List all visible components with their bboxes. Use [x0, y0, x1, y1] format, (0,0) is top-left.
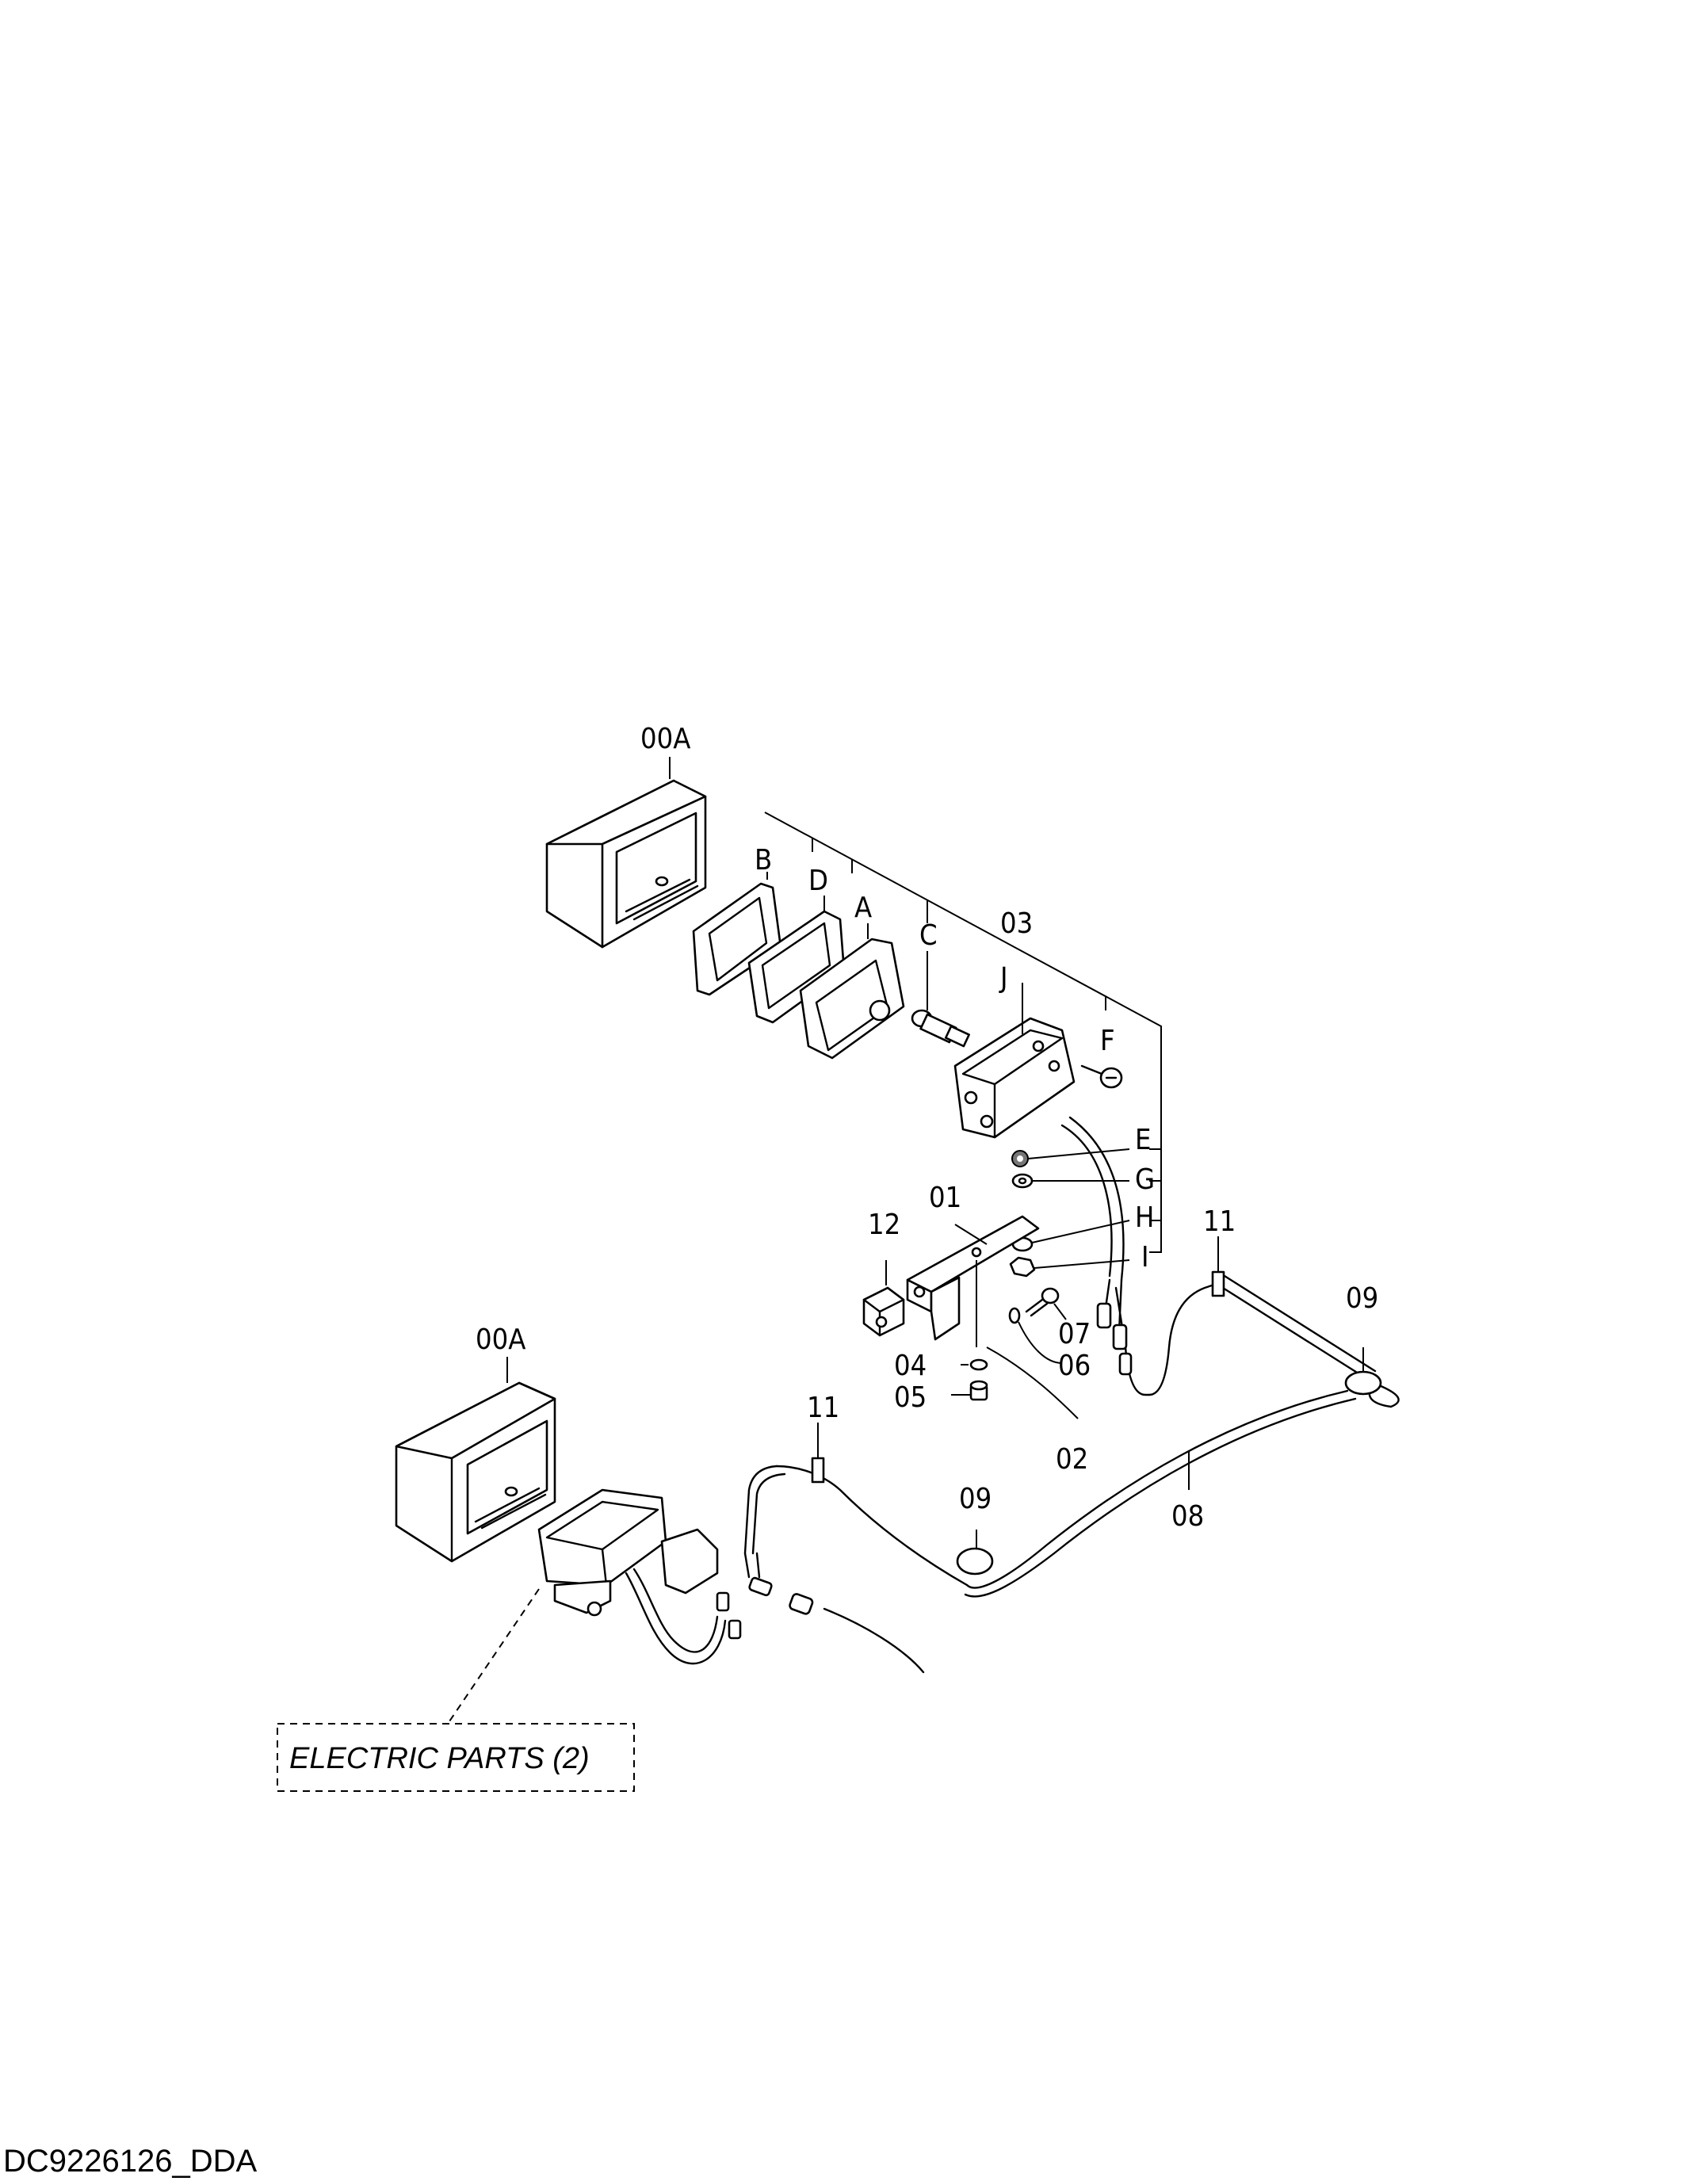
- callout-leaders-e-i: [1027, 1148, 1161, 1269]
- callout-e: E: [1135, 1124, 1151, 1156]
- callout-b: B: [755, 844, 772, 877]
- clamp-part-09-left[interactable]: [956, 1530, 994, 1576]
- clip-nut-part-12[interactable]: [862, 1260, 905, 1337]
- lens-part-a[interactable]: [799, 923, 905, 1060]
- bolt-part-07[interactable]: [1025, 1287, 1067, 1320]
- callout-f: F: [1100, 1025, 1115, 1057]
- assembly-bracket-lines: [764, 812, 1162, 1253]
- callout-00a-bottom: 00A: [476, 1323, 525, 1356]
- callout-d: D: [808, 865, 828, 897]
- callout-11-left: 11: [807, 1392, 839, 1424]
- bolt-part-05[interactable]: [951, 1380, 988, 1401]
- document-id: DC9226126_DDA: [3, 2144, 258, 2179]
- callout-04: 04: [894, 1350, 927, 1382]
- star-washer-part-e[interactable]: [1011, 1150, 1029, 1167]
- callout-09-left: 09: [959, 1483, 992, 1515]
- callout-09-right: 09: [1346, 1282, 1378, 1315]
- callout-06: 06: [1058, 1350, 1091, 1382]
- callout-g: G: [1135, 1163, 1155, 1196]
- callout-h: H: [1135, 1201, 1154, 1234]
- cable-tie-part-11-left[interactable]: [811, 1423, 825, 1484]
- callout-a: A: [854, 892, 872, 924]
- callout-07: 07: [1058, 1318, 1091, 1350]
- callout-00a-top: 00A: [640, 723, 690, 755]
- assembly-centerlines: [976, 1260, 1079, 1419]
- lamp-assembly-bottom[interactable]: [537, 1488, 742, 1665]
- screw-part-f[interactable]: [1080, 1064, 1123, 1089]
- callout-12: 12: [868, 1209, 900, 1241]
- callout-c: C: [919, 919, 938, 952]
- washer-part-06[interactable]: [1008, 1307, 1063, 1364]
- callout-labels: 00A B D A C 03 J F E G H I 01 12 07 06 0…: [476, 723, 1378, 1533]
- lamp-housing-part-j[interactable]: [953, 983, 1076, 1139]
- washer-part-g[interactable]: [1011, 1173, 1034, 1189]
- harness-connectors: [748, 1576, 925, 1674]
- callout-01: 01: [929, 1182, 961, 1214]
- bracket-part-01[interactable]: [906, 1215, 1040, 1341]
- callout-05: 05: [894, 1381, 927, 1414]
- callout-j: J: [999, 962, 1008, 995]
- clamp-part-09-right[interactable]: [1344, 1347, 1382, 1396]
- cable-tie-part-11-right[interactable]: [1211, 1236, 1225, 1297]
- lamp-wire-harness: [1060, 1116, 1151, 1396]
- callout-08: 08: [1171, 1500, 1204, 1533]
- callout-i: I: [1141, 1241, 1149, 1274]
- harness-part-08[interactable]: [743, 1274, 1400, 1598]
- nut-part-i[interactable]: [1009, 1256, 1036, 1278]
- callout-03: 03: [1000, 907, 1033, 940]
- callout-11-right: 11: [1203, 1205, 1236, 1238]
- washer-part-04[interactable]: [961, 1358, 988, 1371]
- lamp-cover-top[interactable]: [545, 779, 707, 949]
- electric-parts-note: ELECTRIC PARTS (2): [289, 1742, 590, 1775]
- electric-parts-reference[interactable]: ELECTRIC PARTS (2): [277, 1588, 635, 1792]
- callout-02: 02: [1056, 1443, 1088, 1476]
- lamp-cover-bottom[interactable]: [395, 1381, 556, 1563]
- bulb-part-c[interactable]: [911, 951, 970, 1048]
